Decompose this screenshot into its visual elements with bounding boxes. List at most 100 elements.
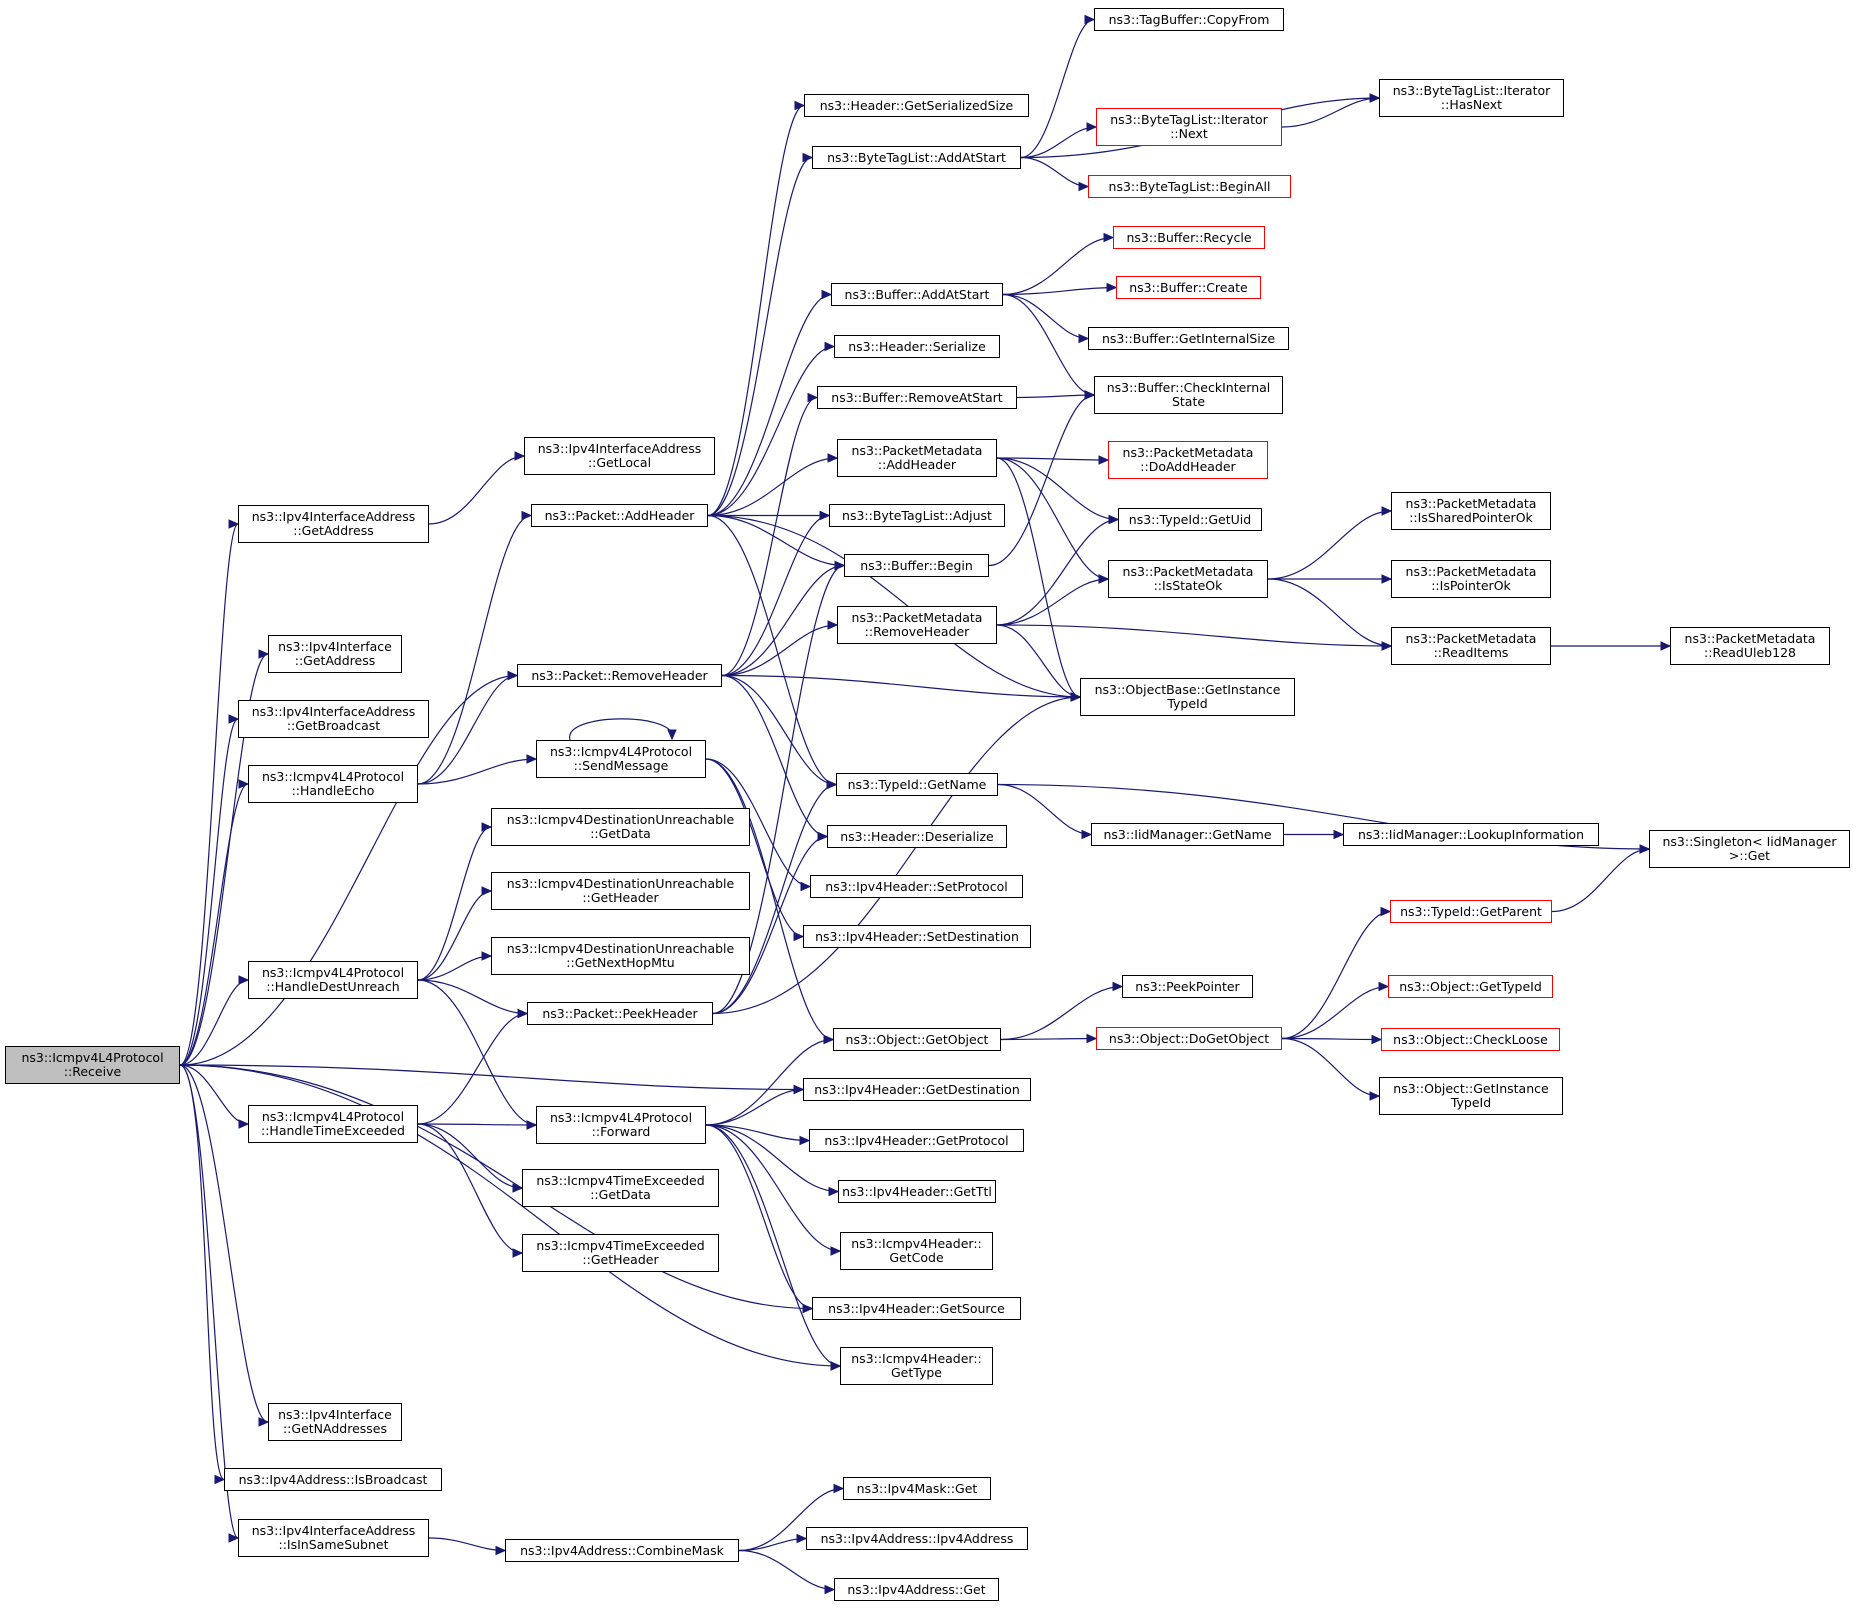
edge-sendmessage-to-sendmessage (569, 718, 677, 741)
node-header-serialize[interactable]: ns3::Header::Serialize (834, 335, 1000, 358)
edge-packet-addheader-to-header-serialize (707, 341, 836, 517)
node-icmpv4h-getcode[interactable]: ns3::Icmpv4Header:: GetCode (840, 1232, 993, 1270)
node-pm-issharedpointerok[interactable]: ns3::PacketMetadata ::IsSharedPointerOk (1391, 492, 1551, 530)
edge-packet-removeheader-to-btl-adjust (721, 510, 831, 677)
node-iidmanager-lookupinformation[interactable]: ns3::IidManager::LookupInformation (1343, 823, 1599, 846)
node-packet-removeheader[interactable]: ns3::Packet::RemoveHeader (517, 664, 722, 687)
node-object-checkloose[interactable]: ns3::Object::CheckLoose (1381, 1028, 1560, 1051)
node-du-getdata[interactable]: ns3::Icmpv4DestinationUnreachable ::GetD… (491, 808, 750, 846)
node-object-gettypeid[interactable]: ns3::Object::GetTypeId (1388, 975, 1553, 998)
node-typeid-getuid[interactable]: ns3::TypeId::GetUid (1118, 508, 1262, 531)
node-singleton-get[interactable]: ns3::Singleton< IidManager >::Get (1649, 830, 1850, 868)
node-btl-it-hasnext[interactable]: ns3::ByteTagList::Iterator ::HasNext (1379, 79, 1564, 117)
edge-typeid-getparent-to-singleton-get (1551, 844, 1651, 913)
node-ipv4h-getdestination[interactable]: ns3::Ipv4Header::GetDestination (803, 1078, 1031, 1101)
edge-forward-to-icmpv4h-getcode (705, 1124, 842, 1256)
node-ifaddr-getaddress[interactable]: ns3::Ipv4InterfaceAddress ::GetAddress (238, 505, 429, 543)
node-ipv4addr-combinemask[interactable]: ns3::Ipv4Address::CombineMask (505, 1539, 739, 1562)
node-btl-it-next[interactable]: ns3::ByteTagList::Iterator ::Next (1096, 108, 1282, 146)
node-typeid-getname[interactable]: ns3::TypeId::GetName (836, 773, 998, 796)
node-iidmanager-getname[interactable]: ns3::IidManager::GetName (1091, 823, 1284, 846)
node-buffer-create[interactable]: ns3::Buffer::Create (1116, 276, 1261, 299)
node-btl-beginall[interactable]: ns3::ByteTagList::BeginAll (1088, 175, 1291, 198)
edge-packet-addheader-to-typeid-getname (707, 514, 838, 790)
node-buffer-begin[interactable]: ns3::Buffer::Begin (844, 554, 989, 577)
edge-receive-to-ipv4addr-isbroadcast (179, 1064, 226, 1485)
node-ipv4mask-get[interactable]: ns3::Ipv4Mask::Get (843, 1477, 991, 1500)
node-pm-ispointerok[interactable]: ns3::PacketMetadata ::IsPointerOk (1391, 560, 1551, 598)
node-packet-addheader[interactable]: ns3::Packet::AddHeader (531, 504, 708, 527)
node-buffer-checkinternalstate[interactable]: ns3::Buffer::CheckInternal State (1094, 376, 1283, 414)
node-ipv4addr-get[interactable]: ns3::Ipv4Address::Get (834, 1578, 999, 1601)
node-pm-readuleb128[interactable]: ns3::PacketMetadata ::ReadUleb128 (1670, 627, 1830, 665)
node-pm-isstateok[interactable]: ns3::PacketMetadata ::IsStateOk (1108, 560, 1268, 598)
node-buffer-recycle[interactable]: ns3::Buffer::Recycle (1113, 226, 1265, 249)
node-handletimeexceeded[interactable]: ns3::Icmpv4L4Protocol ::HandleTimeExceed… (248, 1105, 418, 1143)
node-header-getserializedsize[interactable]: ns3::Header::GetSerializedSize (804, 94, 1029, 117)
node-te-getdata[interactable]: ns3::Icmpv4TimeExceeded ::GetData (522, 1169, 719, 1207)
node-pm-addheader[interactable]: ns3::PacketMetadata ::AddHeader (837, 439, 997, 477)
node-peekpointer[interactable]: ns3::PeekPointer (1122, 975, 1253, 998)
node-ipv4addr-isbroadcast[interactable]: ns3::Ipv4Address::IsBroadcast (224, 1468, 442, 1491)
node-ipv4h-setprotocol[interactable]: ns3::Ipv4Header::SetProtocol (810, 875, 1023, 898)
node-buffer-addatstart[interactable]: ns3::Buffer::AddAtStart (831, 283, 1003, 306)
edge-receive-to-iface-getnaddresses (179, 1064, 270, 1427)
edge-forward-to-ipv4h-getdestination (705, 1084, 805, 1126)
node-object-getobject[interactable]: ns3::Object::GetObject (833, 1028, 1001, 1051)
node-ipv4h-setdestination[interactable]: ns3::Ipv4Header::SetDestination (803, 925, 1031, 948)
node-du-getnexthopmtu[interactable]: ns3::Icmpv4DestinationUnreachable ::GetN… (491, 937, 750, 975)
node-tagbuffer-copyfrom[interactable]: ns3::TagBuffer::CopyFrom (1094, 8, 1284, 31)
edge-handledestunreach-to-du-getheader (417, 886, 493, 981)
node-btl-addatstart[interactable]: ns3::ByteTagList::AddAtStart (812, 146, 1021, 169)
edge-object-getobject-to-peekpointer (1000, 981, 1124, 1041)
node-btl-adjust[interactable]: ns3::ByteTagList::Adjust (829, 504, 1005, 527)
edge-object-dogetobject-to-object-checkloose (1281, 1034, 1383, 1045)
edge-object-dogetobject-to-typeid-getparent (1281, 906, 1392, 1040)
edge-handledestunreach-to-packet-peekheader (417, 979, 529, 1019)
edge-handletimeexceeded-to-forward (417, 1120, 538, 1130)
node-te-getheader[interactable]: ns3::Icmpv4TimeExceeded ::GetHeader (522, 1234, 719, 1272)
node-ifaddr-getlocal[interactable]: ns3::Ipv4InterfaceAddress ::GetLocal (524, 437, 715, 475)
edge-pm-isstateok-to-pm-issharedpointerok (1267, 506, 1393, 580)
edge-btl-it-next-to-btl-it-hasnext (1281, 93, 1381, 128)
node-ipv4h-getprotocol[interactable]: ns3::Ipv4Header::GetProtocol (809, 1129, 1024, 1152)
edge-receive-to-handletimeexceeded (179, 1064, 250, 1129)
node-ifaddr-getbroadcast[interactable]: ns3::Ipv4InterfaceAddress ::GetBroadcast (238, 700, 429, 738)
node-buffer-removeatstart[interactable]: ns3::Buffer::RemoveAtStart (817, 386, 1017, 409)
node-object-getinstancetypeid[interactable]: ns3::Object::GetInstance TypeId (1379, 1077, 1563, 1115)
edge-packet-addheader-to-pm-addheader (707, 453, 839, 517)
node-objectbase-getinstancetypeid[interactable]: ns3::ObjectBase::GetInstance TypeId (1080, 678, 1295, 716)
edge-packet-peekheader-to-objectbase-getinstancetypeid (712, 692, 1082, 1015)
edge-ifaddr-isinsamesubnet-to-ipv4addr-combinemask (428, 1537, 507, 1556)
node-object-dogetobject[interactable]: ns3::Object::DoGetObject (1096, 1027, 1282, 1050)
node-buffer-getinternalsize[interactable]: ns3::Buffer::GetInternalSize (1088, 327, 1289, 350)
node-ipv4addr-ipv4address[interactable]: ns3::Ipv4Address::Ipv4Address (806, 1527, 1028, 1550)
node-ipv4h-getttl[interactable]: ns3::Ipv4Header::GetTtl (838, 1180, 996, 1203)
node-pm-removeheader[interactable]: ns3::PacketMetadata ::RemoveHeader (837, 606, 997, 644)
node-handledestunreach[interactable]: ns3::Icmpv4L4Protocol ::HandleDestUnreac… (248, 961, 418, 999)
edge-handletimeexceeded-to-te-getheader (417, 1123, 524, 1258)
node-iface-getnaddresses[interactable]: ns3::Ipv4Interface ::GetNAddresses (268, 1403, 402, 1441)
node-ifaddr-isinsamesubnet[interactable]: ns3::Ipv4InterfaceAddress ::IsInSameSubn… (238, 1519, 429, 1557)
edge-packet-removeheader-to-objectbase-getinstancetypeid (721, 674, 1082, 702)
node-ipv4h-getsource[interactable]: ns3::Ipv4Header::GetSource (812, 1297, 1021, 1320)
node-pm-readitems[interactable]: ns3::PacketMetadata ::ReadItems (1391, 627, 1551, 665)
node-pm-doaddheader[interactable]: ns3::PacketMetadata ::DoAddHeader (1108, 441, 1268, 479)
edge-packet-removeheader-to-buffer-removeatstart (721, 392, 819, 677)
edge-handledestunreach-to-forward (417, 979, 538, 1130)
node-iface-getaddress[interactable]: ns3::Ipv4Interface ::GetAddress (268, 635, 402, 673)
edge-ipv4addr-combinemask-to-ipv4addr-ipv4address (738, 1533, 808, 1552)
node-header-deserialize[interactable]: ns3::Header::Deserialize (827, 825, 1007, 848)
edge-btl-addatstart-to-btl-beginall (1020, 156, 1090, 192)
edge-pm-addheader-to-typeid-getuid (996, 457, 1120, 525)
node-du-getheader[interactable]: ns3::Icmpv4DestinationUnreachable ::GetH… (491, 872, 750, 910)
node-packet-peekheader[interactable]: ns3::Packet::PeekHeader (527, 1002, 713, 1025)
edge-ipv4addr-combinemask-to-ipv4mask-get (738, 1483, 845, 1552)
node-handleecho[interactable]: ns3::Icmpv4L4Protocol ::HandleEcho (248, 765, 418, 803)
edge-receive-to-ifaddr-getaddress (179, 519, 240, 1066)
node-forward[interactable]: ns3::Icmpv4L4Protocol ::Forward (536, 1106, 706, 1144)
edge-buffer-addatstart-to-buffer-getinternalsize (1002, 293, 1090, 344)
node-sendmessage[interactable]: ns3::Icmpv4L4Protocol ::SendMessage (536, 740, 706, 778)
node-typeid-getparent[interactable]: ns3::TypeId::GetParent (1390, 900, 1552, 923)
node-icmpv4h-gettype[interactable]: ns3::Icmpv4Header:: GetType (840, 1347, 993, 1385)
